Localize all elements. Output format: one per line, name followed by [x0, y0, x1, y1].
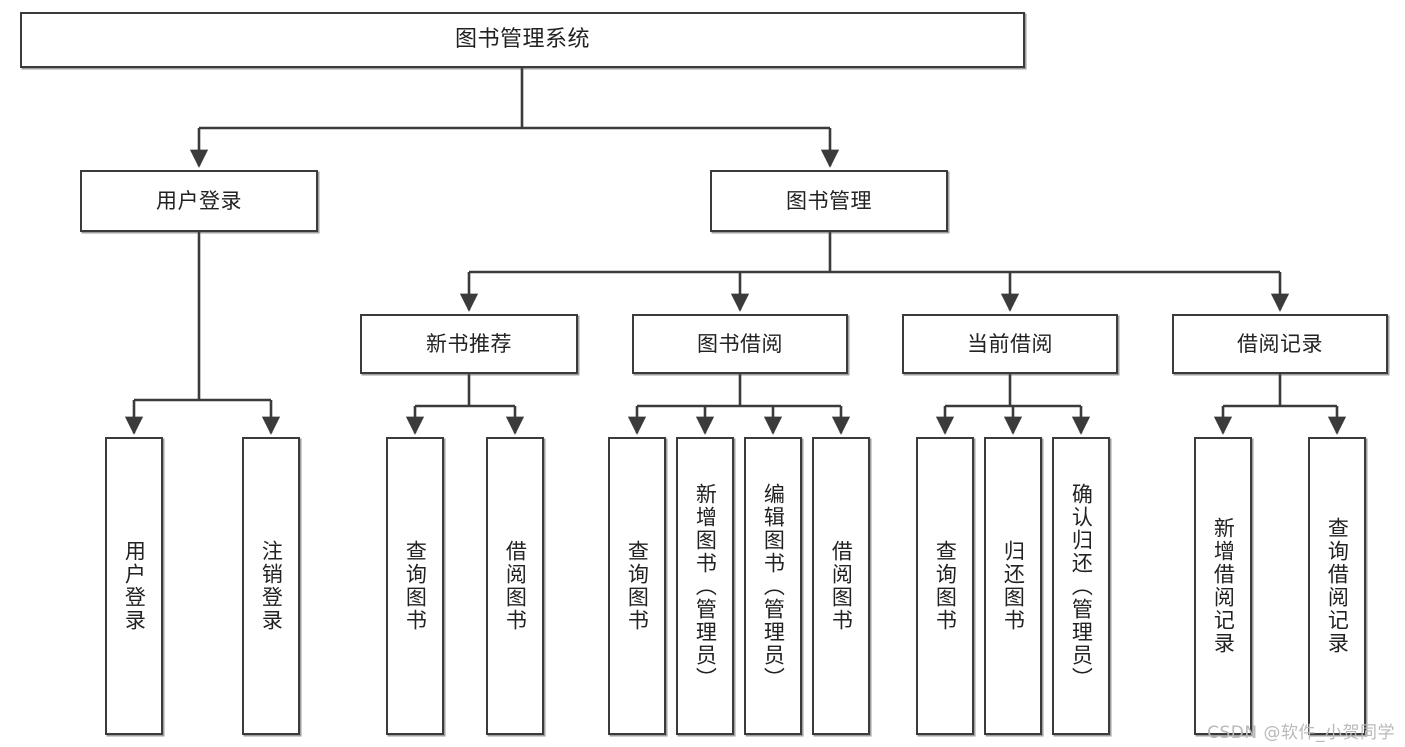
- node-current-borrow[interactable]: 当前借阅: [902, 314, 1118, 374]
- leaf-logout[interactable]: 注销登录: [242, 437, 300, 735]
- node-label: 借阅记录: [1237, 331, 1323, 356]
- node-label: 新书推荐: [426, 331, 512, 356]
- node-label: 查询图书: [933, 540, 958, 632]
- node-book-borrow[interactable]: 图书借阅: [632, 314, 848, 374]
- node-label: 归还图书: [1001, 540, 1026, 632]
- node-root-system[interactable]: 图书管理系统: [20, 12, 1025, 68]
- node-new-book-recommend[interactable]: 新书推荐: [360, 314, 578, 374]
- node-label: 新增借阅记录: [1211, 517, 1236, 655]
- node-label: 图书借阅: [697, 331, 783, 356]
- node-label: 图书管理: [786, 188, 872, 213]
- node-user-login[interactable]: 用户登录: [80, 170, 318, 232]
- node-label: 确认归还（管理员）: [1069, 482, 1094, 690]
- node-label: 用户登录: [122, 540, 147, 632]
- leaf-borrow-book[interactable]: 借阅图书: [812, 437, 870, 735]
- node-book-management[interactable]: 图书管理: [710, 170, 948, 232]
- node-label: 查询图书: [403, 540, 428, 632]
- node-label: 当前借阅: [967, 331, 1053, 356]
- node-borrow-record[interactable]: 借阅记录: [1172, 314, 1388, 374]
- node-label: 图书管理系统: [454, 27, 590, 53]
- leaf-add-book-admin[interactable]: 新增图书（管理员）: [676, 437, 734, 735]
- leaf-query-book-current[interactable]: 查询图书: [916, 437, 974, 735]
- leaf-query-borrow-record[interactable]: 查询借阅记录: [1308, 437, 1366, 735]
- node-label: 借阅图书: [829, 540, 854, 632]
- node-label: 用户登录: [156, 188, 242, 213]
- leaf-query-book-recommend[interactable]: 查询图书: [386, 437, 444, 735]
- node-label: 新增图书（管理员）: [693, 482, 718, 690]
- leaf-add-borrow-record[interactable]: 新增借阅记录: [1194, 437, 1252, 735]
- leaf-return-book[interactable]: 归还图书: [984, 437, 1042, 735]
- node-label: 编辑图书（管理员）: [761, 482, 786, 690]
- leaf-user-login[interactable]: 用户登录: [105, 437, 163, 735]
- node-label: 查询借阅记录: [1325, 517, 1350, 655]
- leaf-query-book-borrow[interactable]: 查询图书: [608, 437, 666, 735]
- leaf-confirm-return-admin[interactable]: 确认归还（管理员）: [1052, 437, 1110, 735]
- watermark: CSDN @软件_小贺同学: [1207, 723, 1395, 743]
- node-label: 注销登录: [259, 540, 284, 632]
- node-label: 借阅图书: [503, 540, 528, 632]
- leaf-edit-book-admin[interactable]: 编辑图书（管理员）: [744, 437, 802, 735]
- node-label: 查询图书: [625, 540, 650, 632]
- leaf-borrow-book-recommend[interactable]: 借阅图书: [486, 437, 544, 735]
